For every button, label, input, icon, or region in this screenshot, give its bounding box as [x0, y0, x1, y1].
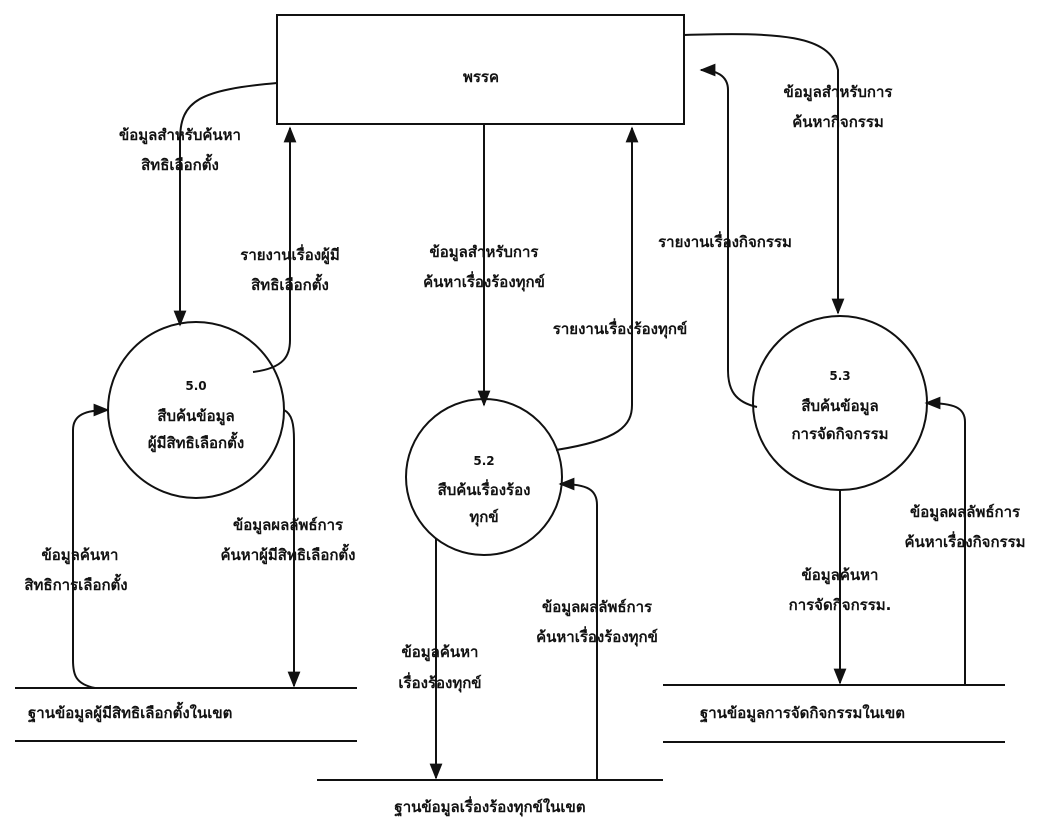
entity-name: พรรค	[462, 68, 500, 86]
flow-label-to-5-2-line1: ข้อมูลสำหรับการ	[429, 243, 539, 261]
data-store-voter: ฐานข้อมูลผู้มีสิทธิเลือกตั้งในเขต	[28, 704, 233, 722]
flow-label-to-5-0-line2: สิทธิเลือกตั้ง	[141, 156, 219, 174]
flow-label-query-activity-line2: การจัดกิจกรรม.	[788, 596, 892, 614]
flow-arrow-from-5-2	[555, 126, 639, 451]
flow-label-result-complaint-line2: ค้นหาเรื่องร้องทุกข์	[536, 628, 658, 646]
process-5-0-name-line1: สืบค้นข้อมูล	[157, 407, 235, 425]
flow-arrow-from-5-0	[252, 126, 297, 373]
flow-arrow-result-activity	[924, 396, 966, 685]
process-5-3-name-line2: การจัดกิจกรรม	[791, 425, 889, 443]
flow-arrow-result-complaint	[558, 477, 598, 780]
flow-label-from-5-0-line1: รายงานเรื่องผู้มี	[240, 246, 340, 264]
entity-box	[276, 14, 685, 125]
flow-label-result-voter-line1: ข้อมูลผลลัพธ์การ	[232, 516, 344, 534]
process-circle-5-2	[405, 398, 563, 556]
flow-label-from-5-0-line2: สิทธิเลือกตั้ง	[251, 276, 329, 294]
flow-arrow-from-5-3	[699, 63, 758, 408]
flow-label-query-complaint-line2: เรื่องร้องทุกข์	[398, 674, 482, 692]
data-store-activity: ฐานข้อมูลการจัดกิจกรรมในเขต	[700, 704, 906, 722]
flow-arrow-to-5-3	[683, 33, 845, 315]
flow-arrow-result-voter	[283, 409, 301, 688]
flow-label-from-5-2: รายงานเรื่องร้องทุกข์	[552, 320, 688, 338]
flow-label-result-complaint-line1: ข้อมูลผลลัพธ์การ	[541, 598, 653, 616]
flow-arrow-query-voter	[72, 403, 110, 689]
process-5-3-name-line1: สืบค้นข้อมูล	[801, 397, 879, 415]
flow-label-query-voter-line1: ข้อมูลค้นหา	[41, 546, 119, 564]
process-5-0-id: 5.0	[185, 379, 207, 393]
flow-label-result-voter-line2: ค้นหาผู้มีสิทธิเลือกตั้ง	[220, 546, 356, 564]
process-5-3-id: 5.3	[829, 369, 851, 383]
flow-label-to-5-0-line1: ข้อมูลสำหรับค้นหา	[119, 126, 241, 144]
flow-label-result-activity-line1: ข้อมูลผลลัพธ์การ	[909, 503, 1021, 521]
flow-label-to-5-3-line2: ค้นหากิจกรรม	[792, 113, 884, 131]
flow-label-from-5-3: รายงานเรื่องกิจกรรม	[658, 233, 792, 251]
flow-label-to-5-2-line2: ค้นหาเรื่องร้องทุกข์	[423, 273, 545, 291]
flow-label-result-activity-line2: ค้นหาเรื่องกิจกรรม	[904, 533, 1026, 551]
process-5-2-name-line1: สืบค้นเรื่องร้อง	[437, 481, 531, 499]
flow-label-query-activity-line1: ข้อมูลค้นหา	[801, 566, 879, 584]
process-5-0-name-line2: ผู้มีสิทธิเลือกตั้ง	[147, 434, 245, 452]
process-5-2-name-line2: ทุกข์	[469, 508, 499, 526]
flow-label-query-complaint-line1: ข้อมูลค้นหา	[401, 643, 479, 661]
flow-label-query-voter-line2: สิทธิการเลือกตั้ง	[24, 576, 128, 594]
process-5-2-id: 5.2	[473, 454, 495, 468]
flow-arrow-to-5-0	[173, 82, 278, 327]
data-store-complaint: ฐานข้อมูลเรื่องร้องทุกข์ในเขต	[394, 798, 586, 816]
flow-label-to-5-3-line1: ข้อมูลสำหรับการ	[783, 83, 893, 101]
